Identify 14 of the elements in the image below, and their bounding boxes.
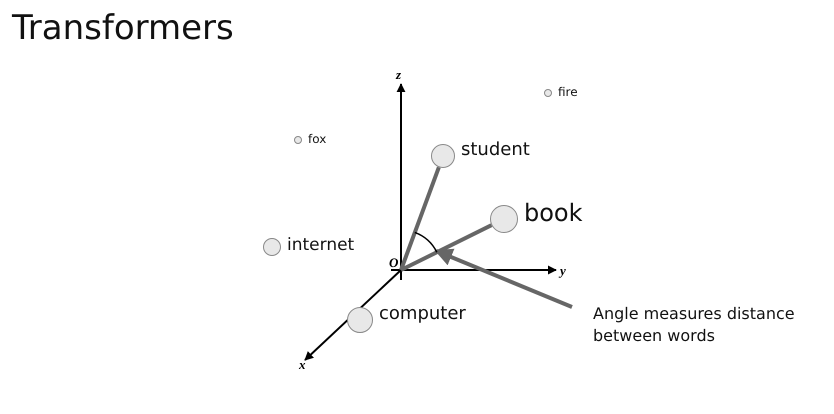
axis-label: x (299, 358, 306, 371)
word-label: fire (558, 86, 578, 98)
axis-label: y (560, 264, 566, 277)
word-label: internet (287, 236, 354, 254)
word-label: fox (308, 132, 326, 145)
origin-label: O (389, 256, 398, 269)
word-label: book (524, 200, 582, 225)
title: Transformers (12, 8, 234, 48)
angle-arc (414, 232, 438, 253)
word-label: student (461, 141, 530, 160)
vector-line (434, 248, 573, 309)
annotation-text: Angle measures distance between words (593, 303, 796, 347)
axis-label: z (396, 68, 402, 81)
word-label: computer (379, 305, 466, 324)
